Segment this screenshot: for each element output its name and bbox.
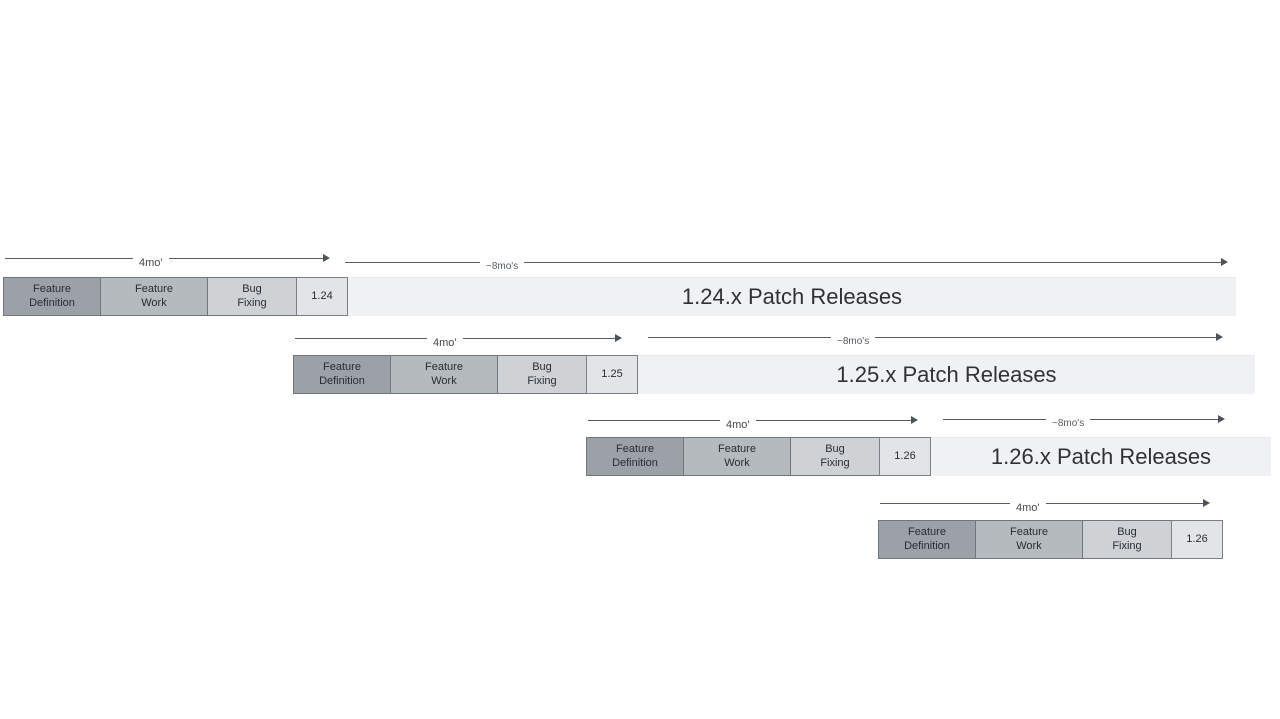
version-label: 1.26 (1186, 532, 1208, 545)
phase-cell-feature-definition: Feature Definition (3, 277, 101, 316)
cycle-duration-arrow: 4mo' (880, 496, 1210, 513)
release-cycle-bar-1-24: Feature Definition Feature Work Bug Fixi… (3, 277, 1236, 316)
patch-releases-bar: 1.25.x Patch Releases (638, 355, 1255, 394)
patch-duration-arrow: ~8mo's (648, 330, 1223, 347)
patch-releases-label: 1.24.x Patch Releases (681, 284, 903, 309)
phase-label: Feature Definition (29, 282, 75, 309)
arrow-line (588, 419, 720, 421)
release-cycle-bar-1-26: Feature Definition Feature Work Bug Fixi… (586, 437, 1271, 476)
patch-releases-bar: 1.24.x Patch Releases (348, 277, 1236, 316)
arrow-line (1090, 418, 1219, 420)
phase-cell-feature-work: Feature Work (100, 277, 208, 316)
release-cycle-bar-next: Feature Definition Feature Work Bug Fixi… (878, 520, 1223, 559)
patch-duration-label: ~8mo's (837, 336, 870, 347)
arrow-line (462, 337, 616, 339)
arrowhead-right-icon (1203, 499, 1210, 507)
phase-cell-feature-definition: Feature Definition (878, 520, 976, 559)
phase-label: Feature Definition (904, 525, 950, 552)
version-box: 1.25 (586, 355, 638, 394)
cycle-duration-label: 4mo' (139, 256, 163, 269)
phase-cell-feature-work: Feature Work (975, 520, 1083, 559)
arrowhead-right-icon (323, 254, 330, 262)
arrowhead-right-icon (615, 334, 622, 342)
arrow-line (875, 336, 1217, 338)
version-box: 1.24 (296, 277, 348, 316)
phase-label: Feature Definition (612, 442, 658, 469)
arrow-line (1045, 502, 1204, 504)
version-box: 1.26 (1171, 520, 1223, 559)
arrow-line (648, 336, 831, 338)
cycle-duration-label: 4mo' (1016, 501, 1040, 514)
patch-duration-label: ~8mo's (1052, 418, 1085, 429)
cycle-duration-label: 4mo' (433, 336, 457, 349)
arrow-line (943, 418, 1046, 420)
cycle-duration-label: 4mo' (726, 418, 750, 431)
arrow-line (5, 257, 133, 259)
patch-releases-bar: 1.26.x Patch Releases (931, 437, 1271, 476)
phase-label: Feature Work (718, 442, 756, 469)
version-label: 1.26 (894, 449, 916, 462)
version-label: 1.25 (601, 367, 623, 380)
phase-label: Bug Fixing (237, 282, 267, 309)
phase-label: Bug Fixing (527, 360, 557, 387)
patch-duration-arrow: ~8mo's (943, 412, 1225, 429)
patch-duration-arrow: ~8mo's (345, 255, 1228, 272)
version-box: 1.26 (879, 437, 931, 476)
phase-label: Feature Work (1010, 525, 1048, 552)
phase-label: Feature Work (425, 360, 463, 387)
phase-cell-bug-fixing: Bug Fixing (790, 437, 880, 476)
phase-cell-bug-fixing: Bug Fixing (497, 355, 587, 394)
phase-label: Bug Fixing (1112, 525, 1142, 552)
phase-cell-feature-work: Feature Work (683, 437, 791, 476)
arrow-line (168, 257, 324, 259)
phase-cell-feature-definition: Feature Definition (293, 355, 391, 394)
version-label: 1.24 (311, 289, 333, 302)
cycle-duration-arrow: 4mo' (5, 251, 330, 268)
arrowhead-right-icon (1221, 258, 1228, 266)
phase-label: Bug Fixing (820, 442, 850, 469)
phase-label: Feature Definition (319, 360, 365, 387)
arrow-line (524, 261, 1222, 263)
arrowhead-right-icon (1218, 415, 1225, 423)
patch-releases-label: 1.26.x Patch Releases (990, 444, 1212, 469)
phase-cell-feature-definition: Feature Definition (586, 437, 684, 476)
arrowhead-right-icon (911, 416, 918, 424)
patch-releases-label: 1.25.x Patch Releases (836, 362, 1057, 387)
cycle-duration-arrow: 4mo' (588, 413, 918, 430)
patch-duration-label: ~8mo's (486, 261, 519, 272)
phase-label: Feature Work (135, 282, 173, 309)
arrow-line (345, 261, 480, 263)
arrow-line (755, 419, 912, 421)
phase-cell-bug-fixing: Bug Fixing (1082, 520, 1172, 559)
arrow-line (880, 502, 1010, 504)
phase-cell-feature-work: Feature Work (390, 355, 498, 394)
phase-cell-bug-fixing: Bug Fixing (207, 277, 297, 316)
arrow-line (295, 337, 427, 339)
cycle-duration-arrow: 4mo' (295, 331, 622, 348)
release-cycle-bar-1-25: Feature Definition Feature Work Bug Fixi… (293, 355, 1255, 394)
arrowhead-right-icon (1216, 333, 1223, 341)
